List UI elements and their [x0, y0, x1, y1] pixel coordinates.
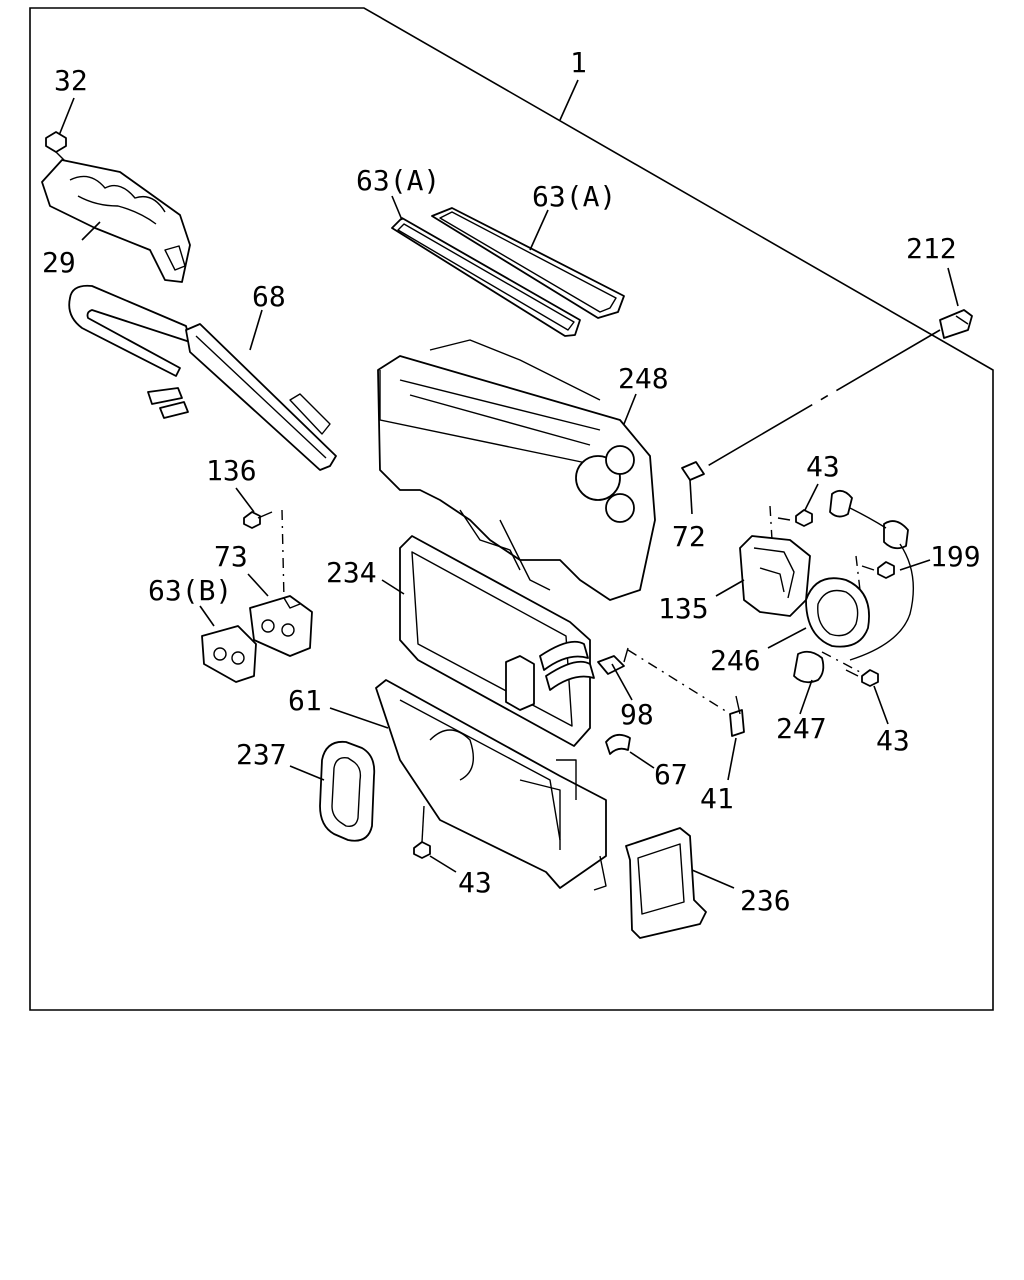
part-246-motor[interactable] [767, 577, 870, 649]
label-135: 135 [658, 592, 709, 625]
label-43-bottom: 43 [458, 866, 492, 899]
label-67: 67 [654, 758, 688, 791]
part-212-bolt[interactable] [703, 267, 973, 469]
label-43-right: 43 [876, 724, 910, 757]
part-67-clip[interactable] [605, 733, 655, 769]
assembly-frame [29, 7, 994, 1011]
label-72: 72 [672, 520, 706, 553]
label-32: 32 [54, 64, 88, 97]
part-136-screw[interactable] [235, 487, 285, 601]
part-247-link[interactable] [793, 650, 861, 715]
label-212: 212 [906, 232, 957, 265]
label-73: 73 [214, 540, 248, 573]
part-73-seal[interactable] [247, 573, 313, 657]
part-63a-gasket-2[interactable] [431, 207, 625, 319]
label-63b: 63(B) [148, 574, 232, 607]
leader-1 [559, 79, 579, 121]
label-41: 41 [700, 782, 734, 815]
label-98: 98 [620, 698, 654, 731]
label-61: 61 [288, 684, 322, 717]
part-135-actuator[interactable] [715, 535, 811, 617]
label-247: 247 [776, 712, 827, 745]
part-32-screw[interactable] [45, 97, 75, 163]
part-68-heater-core[interactable] [68, 284, 337, 471]
label-237: 237 [236, 738, 287, 771]
part-234-evaporator[interactable] [381, 535, 595, 747]
label-246: 246 [710, 644, 761, 677]
label-248: 248 [618, 362, 669, 395]
part-63a-gasket-1[interactable] [391, 195, 581, 337]
label-1: 1 [570, 46, 587, 79]
label-68: 68 [252, 280, 286, 313]
label-43-top: 43 [806, 450, 840, 483]
part-98-clip[interactable] [597, 647, 741, 721]
part-237-gasket[interactable] [289, 740, 376, 842]
label-63a-1: 63(A) [356, 164, 440, 197]
callout-labels: 1 32 29 63(A) 63(A) 212 68 248 136 43 72… [42, 46, 981, 917]
label-234: 234 [326, 556, 377, 589]
part-61-lower-case[interactable] [329, 679, 607, 891]
part-236-seal-frame[interactable] [625, 827, 735, 939]
label-136: 136 [206, 454, 257, 487]
part-29-duct[interactable] [41, 159, 191, 283]
part-43-right-screw[interactable] [845, 669, 889, 725]
label-29: 29 [42, 246, 76, 279]
part-43-bottom-screw[interactable] [413, 805, 457, 873]
label-236: 236 [740, 884, 791, 917]
part-72-clip[interactable] [681, 461, 705, 515]
part-63b-seal[interactable] [199, 605, 257, 683]
main-heater-case[interactable] [377, 339, 656, 601]
label-63a-2: 63(A) [532, 180, 616, 213]
label-199: 199 [930, 540, 981, 573]
part-43-top-screw[interactable] [769, 483, 819, 541]
part-199-screw[interactable] [829, 489, 931, 661]
part-41-connector[interactable] [727, 695, 745, 781]
